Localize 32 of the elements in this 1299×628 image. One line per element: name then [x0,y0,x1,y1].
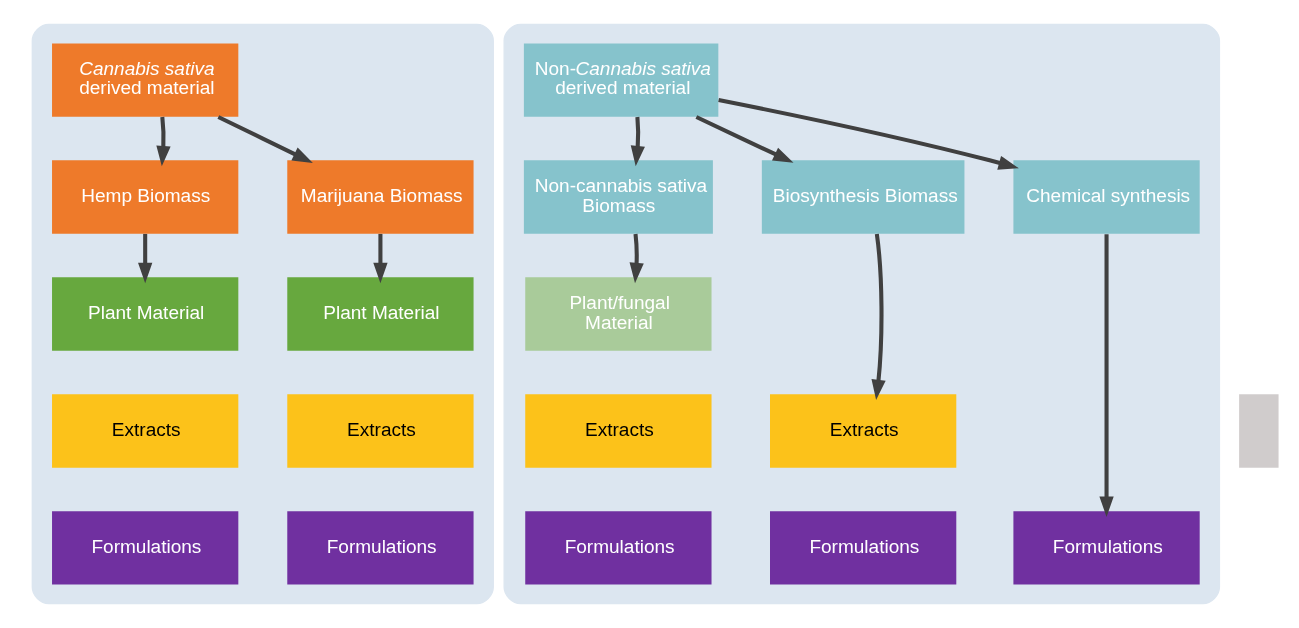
node-bar [1238,394,1279,468]
node-box: Cannabis sativa derived material [51,43,238,117]
node-box: Plant Material [51,277,238,351]
node-box: Biosynthesis Biomass [761,160,964,234]
arrow [372,233,388,284]
arrow [1098,234,1114,517]
node-box: Formulations [1012,511,1200,585]
arrow [695,115,794,163]
arrow [155,116,171,167]
node-box: Extracts [51,394,238,468]
node-box: Non-cannabis sativa Biomass [523,160,713,234]
node-box: Formulations [51,511,238,585]
node-box: Extracts [286,394,474,468]
arrow [630,116,645,167]
node-box: Formulations [286,511,474,585]
node-box: Non-Cannabis sativa derived material [523,43,718,117]
node-box: Formulations [769,511,956,585]
node-box: Chemical synthesis [1012,160,1200,234]
cluster [31,23,494,605]
arrow [629,233,644,284]
node-box: Plant Material [286,277,474,351]
node-box: Extracts [524,394,712,468]
cluster [503,23,1220,605]
arrow [137,233,152,284]
arrow [216,115,313,163]
arrow [717,98,1019,170]
node-box: Marijuana Biomass [286,160,474,234]
node-box: Hemp Biomass [51,160,238,234]
arrow [871,233,886,401]
node-box: Plant/fungal Material [524,277,712,351]
node-box: Formulations [524,511,712,585]
node-box: Extracts [769,394,956,468]
